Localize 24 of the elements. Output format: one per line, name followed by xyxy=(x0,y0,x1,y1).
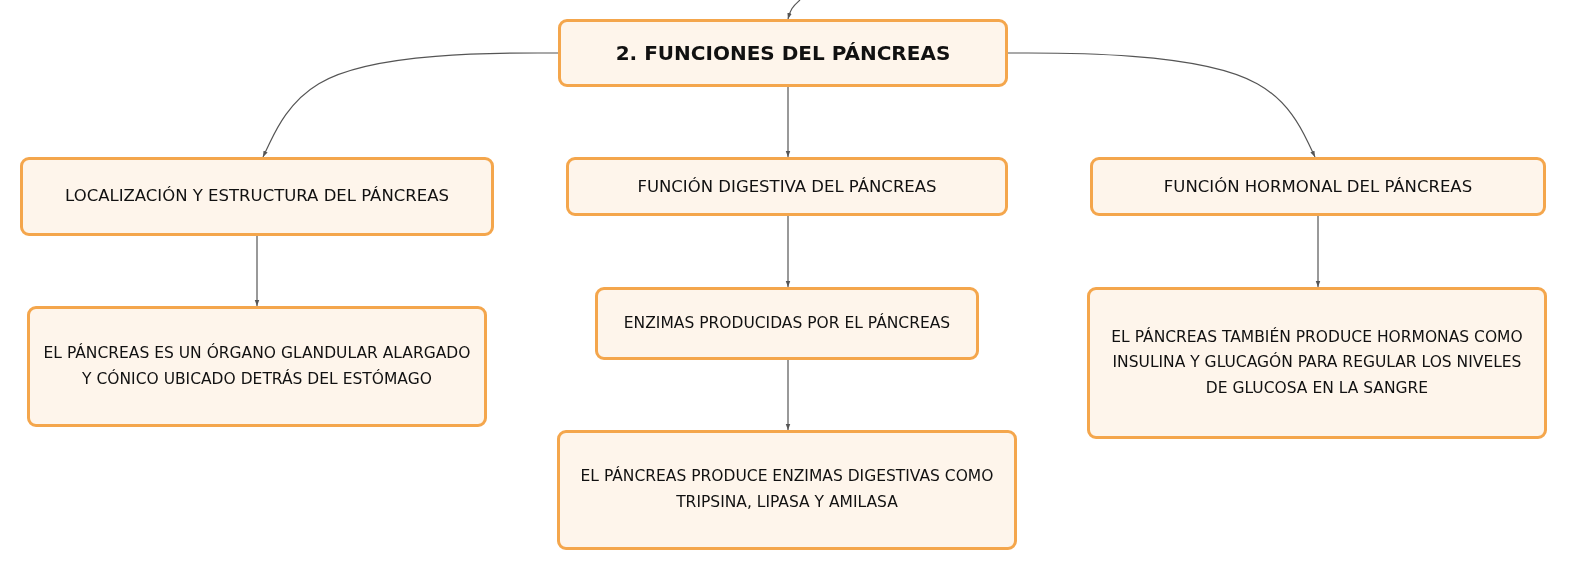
connector-arrow xyxy=(1315,215,1321,288)
connector-arrow xyxy=(785,215,791,288)
concept-text: FUNCIÓN DIGESTIVA DEL PÁNCREAS xyxy=(637,175,937,198)
connector-arrow xyxy=(785,359,791,431)
title-text: 2. FUNCIONES DEL PÁNCREAS xyxy=(615,40,951,66)
connector-arrow xyxy=(785,86,791,158)
concept-box xyxy=(558,19,1008,87)
connector-arrow xyxy=(1007,52,1316,158)
concept-box xyxy=(557,430,1017,550)
concept-box xyxy=(1090,157,1546,216)
connector-arrow xyxy=(262,52,559,158)
concept-box xyxy=(1087,287,1547,439)
concept-text: EL PÁNCREAS TAMBIÉN PRODUCE HORMONAS COMO INSULINA Y GLUCAGÓN PARA REGULAR LOS NIVELES DE GLUCOSA EN LA SANGRE xyxy=(1110,326,1524,399)
concept-box xyxy=(27,306,487,427)
concept-text: EL PÁNCREAS PRODUCE ENZIMAS DIGESTIVAS COMO TRIPSINA, LIPASA Y AMILASA xyxy=(579,465,995,513)
concept-text: FUNCIÓN HORMONAL DEL PÁNCREAS xyxy=(1163,175,1473,198)
connector-arrow xyxy=(787,0,801,20)
concept-text: LOCALIZACIÓN Y ESTRUCTURA DEL PÁNCREAS xyxy=(65,185,449,208)
concept-box xyxy=(566,157,1008,216)
concept-text: EL PÁNCREAS ES UN ÓRGANO GLANDULAR ALARGADO Y CÓNICO UBICADO DETRÁS DEL ESTÓMAGO xyxy=(42,342,472,390)
concept-box xyxy=(20,157,494,236)
concept-box xyxy=(595,287,979,360)
connector-arrow xyxy=(254,235,260,307)
concept-text: ENZIMAS PRODUCIDAS POR EL PÁNCREAS xyxy=(623,312,951,334)
